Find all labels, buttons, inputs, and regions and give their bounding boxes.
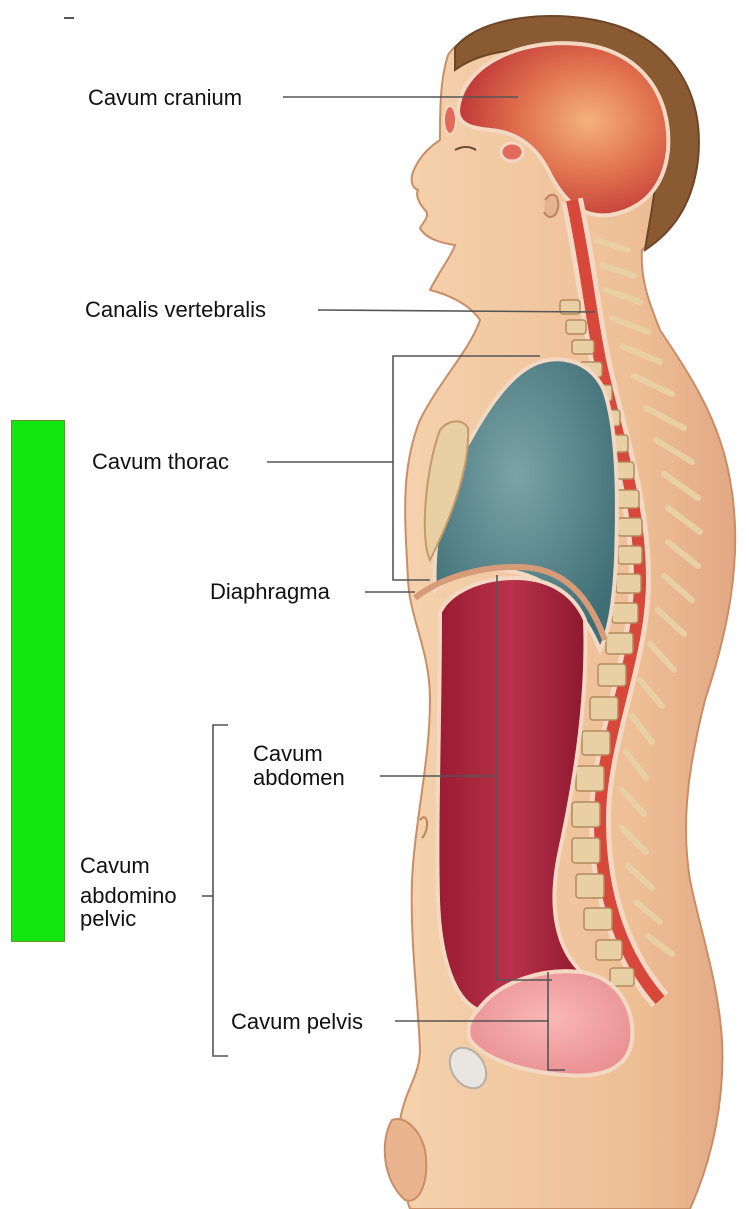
green-highlight-bar	[11, 420, 65, 942]
abdominal-cavity	[437, 578, 585, 1010]
label-abdomino-pelvic-line3: pelvic	[80, 907, 136, 931]
sinus-cavity	[501, 143, 523, 161]
label-cavum-abdomen-line1: Cavum	[253, 742, 323, 766]
frontal-sinus	[444, 106, 456, 134]
ear	[544, 195, 558, 217]
label-abdomino-pelvic-line1: Cavum	[80, 854, 150, 878]
label-cavum-pelvis: Cavum pelvis	[231, 1010, 363, 1034]
label-cavum-thorac: Cavum thorac	[92, 450, 229, 474]
label-cavum-cranium: Cavum cranium	[88, 86, 242, 110]
label-canalis-vertebralis: Canalis vertebralis	[85, 298, 266, 322]
label-diaphragma: Diaphragma	[210, 580, 330, 604]
label-cavum-abdomen-line2: abdomen	[253, 766, 345, 790]
label-abdomino-pelvic-line2: abdomino	[80, 884, 177, 908]
